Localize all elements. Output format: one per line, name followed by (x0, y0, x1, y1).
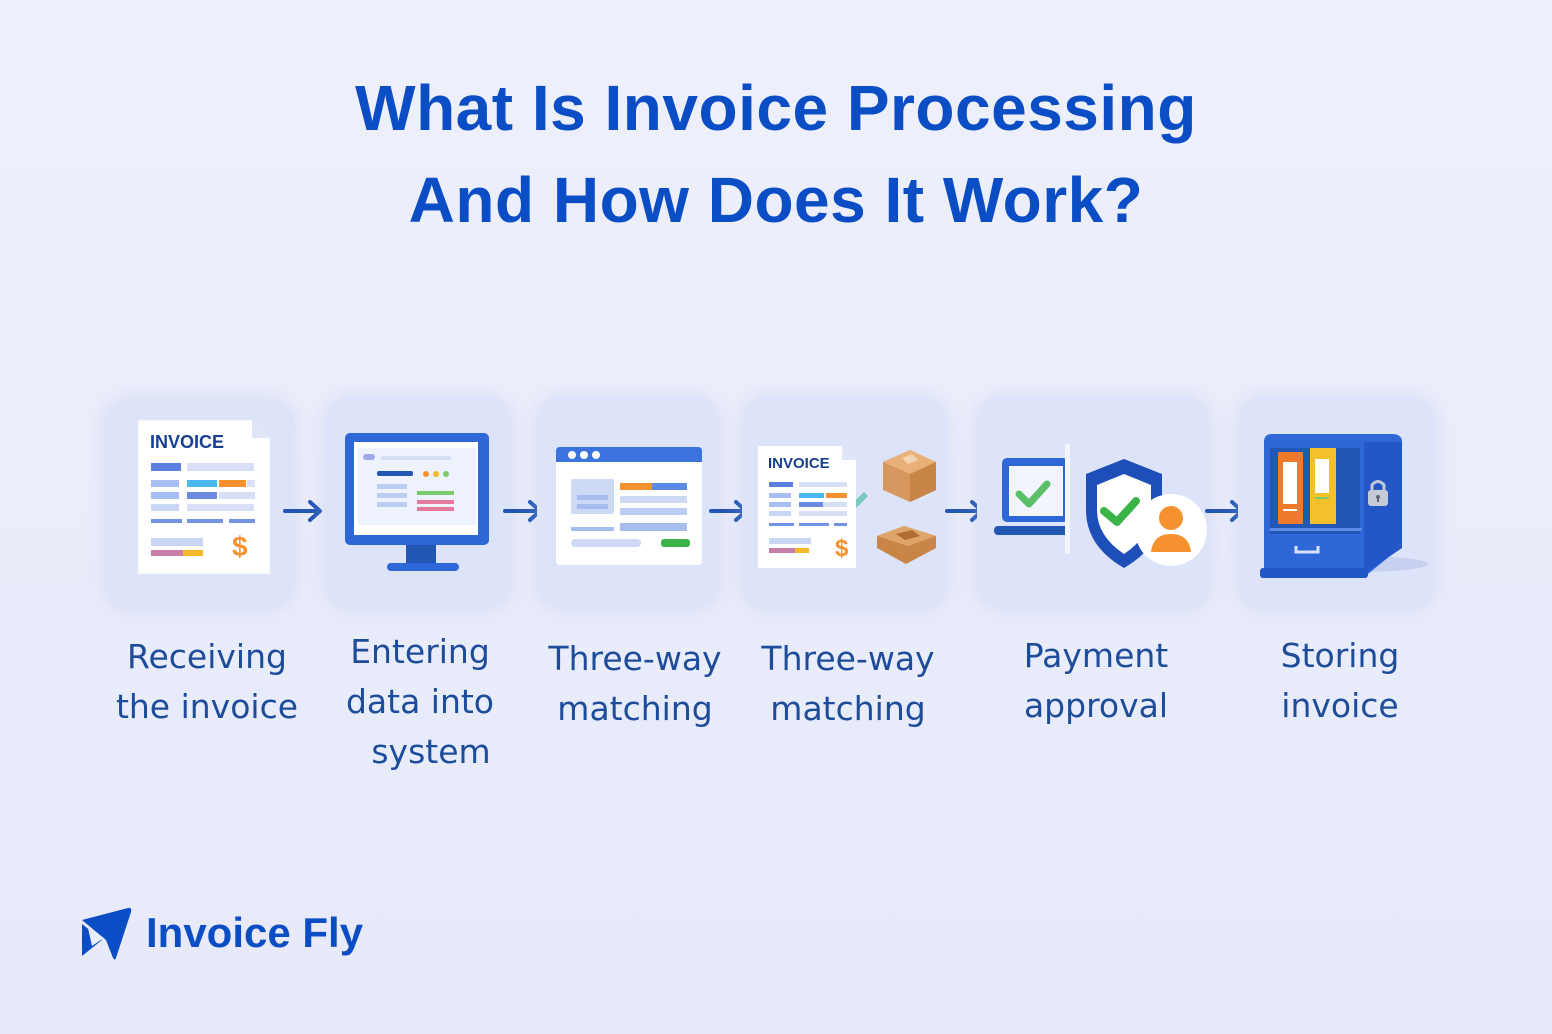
approval-shield-user-icon (994, 444, 1207, 568)
brand-name: Invoice Fly (146, 909, 364, 956)
svg-text:$: $ (835, 535, 849, 562)
step-5-label: Payment approval (1023, 636, 1169, 725)
svg-text:INVOICE: INVOICE (150, 432, 224, 452)
invoice-with-packages-icon: INVOICE $ (758, 446, 936, 568)
step-4-label: Three-way matching (761, 639, 935, 728)
step-1-tile: INVOICE $ (104, 398, 294, 610)
step-1-label: Receiving the invoice (115, 637, 299, 726)
step-4-tile: INVOICE $ (742, 396, 948, 610)
title-line-2: And How Does It Work? (408, 164, 1144, 236)
browser-window-icon (556, 447, 702, 565)
invoice-document-icon: INVOICE $ (137, 419, 271, 575)
paper-plane-logo-icon (82, 907, 132, 960)
arrow-right-icon (283, 500, 322, 522)
title-line-1: What Is Invoice Processing (355, 72, 1197, 144)
step-6-label: Storing invoice (1280, 636, 1400, 725)
step-5-tile (977, 396, 1210, 610)
step-2-tile (325, 396, 511, 610)
brand-logo: Invoice Fly (78, 906, 363, 960)
locked-file-cabinet-icon (1260, 434, 1428, 578)
desktop-monitor-icon (345, 433, 489, 571)
step-2-label: Entering data into system (345, 632, 495, 771)
step-3-tile (537, 396, 719, 610)
svg-text:$: $ (232, 531, 248, 562)
step-6-tile (1238, 396, 1436, 610)
page-title: What Is Invoice Processing And How Does … (0, 62, 1552, 246)
step-3-label: Three-way matching (548, 639, 722, 728)
svg-text:INVOICE: INVOICE (768, 455, 830, 472)
